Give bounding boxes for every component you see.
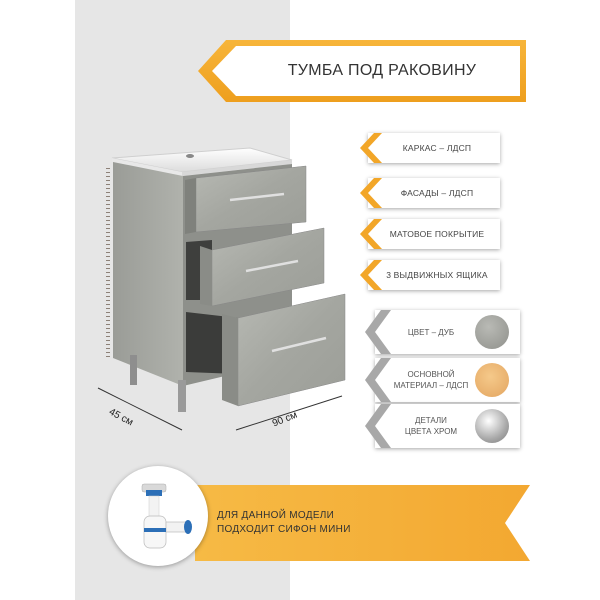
- spec-label-line1: ОСНОВНОЙ: [407, 370, 455, 379]
- chevron-left-icon: [360, 219, 382, 249]
- title-banner-shape: [198, 40, 526, 102]
- feature-drawers: 3 ВЫДВИЖНЫХ ЯЩИКА: [360, 260, 500, 290]
- cabinet-side-panel: [113, 162, 183, 386]
- feature-coating: МАТОВОЕ ПОКРЫТИЕ: [360, 219, 500, 249]
- cabinet-leg: [178, 380, 186, 412]
- feature-facades: ФАСАДЫ – ЛДСП: [360, 178, 500, 208]
- chevron-left-icon: [365, 310, 391, 354]
- siphon-banner: ДЛЯ ДАННОЙ МОДЕЛИ ПОДХОДИТ СИФОН МИНИ: [195, 485, 530, 561]
- feature-label: ФАСАДЫ – ЛДСП: [400, 188, 474, 198]
- siphon-note-line1: ДЛЯ ДАННОЙ МОДЕЛИ: [217, 510, 335, 521]
- chevron-left-icon: [360, 260, 382, 290]
- chevron-left-icon: [360, 178, 382, 208]
- spec-material: ОСНОВНОЙ МАТЕРИАЛ – ЛДСП: [365, 358, 520, 402]
- siphon-image: [108, 466, 208, 566]
- feature-label: 3 ВЫДВИЖНЫХ ЯЩИКА: [386, 270, 488, 280]
- spec-label-line1: ДЕТАЛИ: [415, 416, 447, 425]
- oak-color-swatch: [475, 315, 509, 349]
- page-title: ТУМБА ПОД РАКОВИНУ: [287, 62, 477, 79]
- spec-color: ЦВЕТ – ДУБ: [365, 310, 520, 354]
- cabinet-illustration: [97, 147, 346, 431]
- feature-label: КАРКАС – ЛДСП: [402, 143, 472, 153]
- siphon-banner-shape: [195, 485, 530, 561]
- spec-label-line2: ЦВЕТА ХРОМ: [404, 427, 458, 436]
- chevron-left-icon: [365, 404, 391, 448]
- cabinet-leg: [130, 355, 137, 385]
- siphon-icon: [141, 483, 192, 549]
- title-banner: ТУМБА ПОД РАКОВИНУ: [198, 40, 526, 102]
- siphon-note-line2: ПОДХОДИТ СИФОН МИНИ: [217, 524, 351, 535]
- chevron-left-icon: [360, 133, 382, 163]
- feature-label: МАТОВОЕ ПОКРЫТИЕ: [389, 229, 485, 239]
- spec-label: ЦВЕТ – ДУБ: [407, 327, 455, 337]
- spec-chrome: ДЕТАЛИ ЦВЕТА ХРОМ: [365, 404, 520, 448]
- chipboard-swatch: [475, 363, 509, 397]
- chevron-left-icon: [365, 358, 391, 402]
- chrome-swatch: [475, 409, 509, 443]
- spec-label-line2: МАТЕРИАЛ – ЛДСП: [393, 381, 469, 390]
- feature-frame: КАРКАС – ЛДСП: [360, 133, 500, 163]
